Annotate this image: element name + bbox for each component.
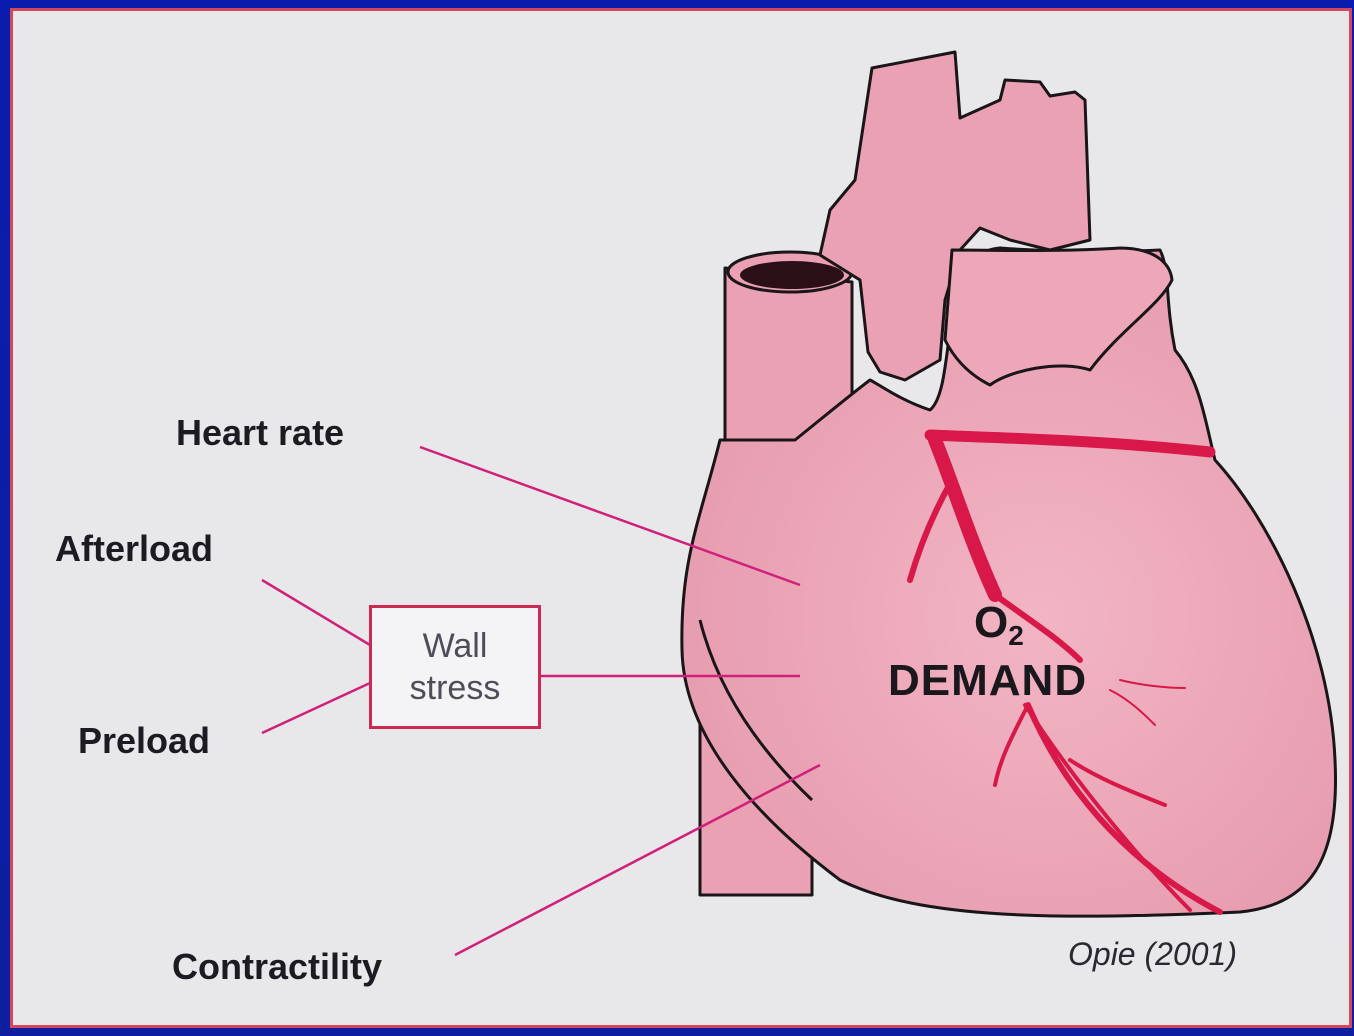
afterload-label: Afterload	[55, 528, 213, 570]
wall-stress-box: Wall stress	[369, 605, 541, 729]
leader-preload	[262, 683, 370, 733]
demand-label: DEMAND	[888, 656, 1087, 706]
o2-letter: O	[974, 598, 1008, 647]
o2-label: O2	[974, 598, 1024, 652]
o2-subscript: 2	[1008, 620, 1024, 651]
wall-stress-line1: Wall	[423, 625, 488, 667]
leader-afterload	[262, 580, 370, 645]
heart-rate-label: Heart rate	[176, 412, 344, 454]
citation-credit: Opie (2001)	[1068, 936, 1237, 973]
preload-label: Preload	[78, 720, 210, 762]
wall-stress-line2: stress	[410, 667, 501, 709]
contractility-label: Contractility	[172, 946, 382, 988]
